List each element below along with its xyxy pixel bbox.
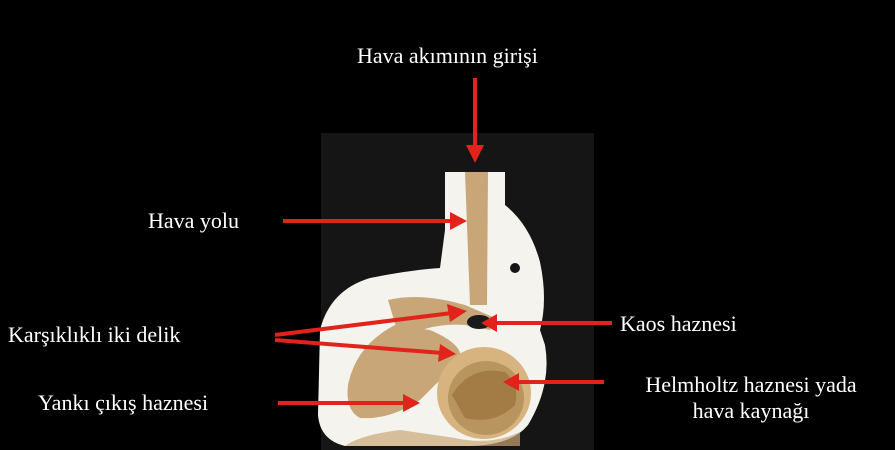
label-chaos-chamber: Kaos haznesi [620, 311, 737, 337]
label-air-path: Hava yolu [148, 208, 239, 234]
label-echo-chamber: Yankı çıkış haznesi [38, 390, 208, 416]
label-air-inlet: Hava akımının girişi [357, 43, 538, 69]
label-helmholtz-line2: hava kaynağı [610, 398, 892, 424]
label-opposing-holes: Karşıklıklı iki delik [8, 322, 180, 348]
label-helmholtz-line1: Helmholtz haznesi yada [610, 372, 892, 398]
side-hole [510, 263, 520, 273]
label-helmholtz-chamber: Helmholtz haznesi yada hava kaynağı [610, 372, 892, 424]
